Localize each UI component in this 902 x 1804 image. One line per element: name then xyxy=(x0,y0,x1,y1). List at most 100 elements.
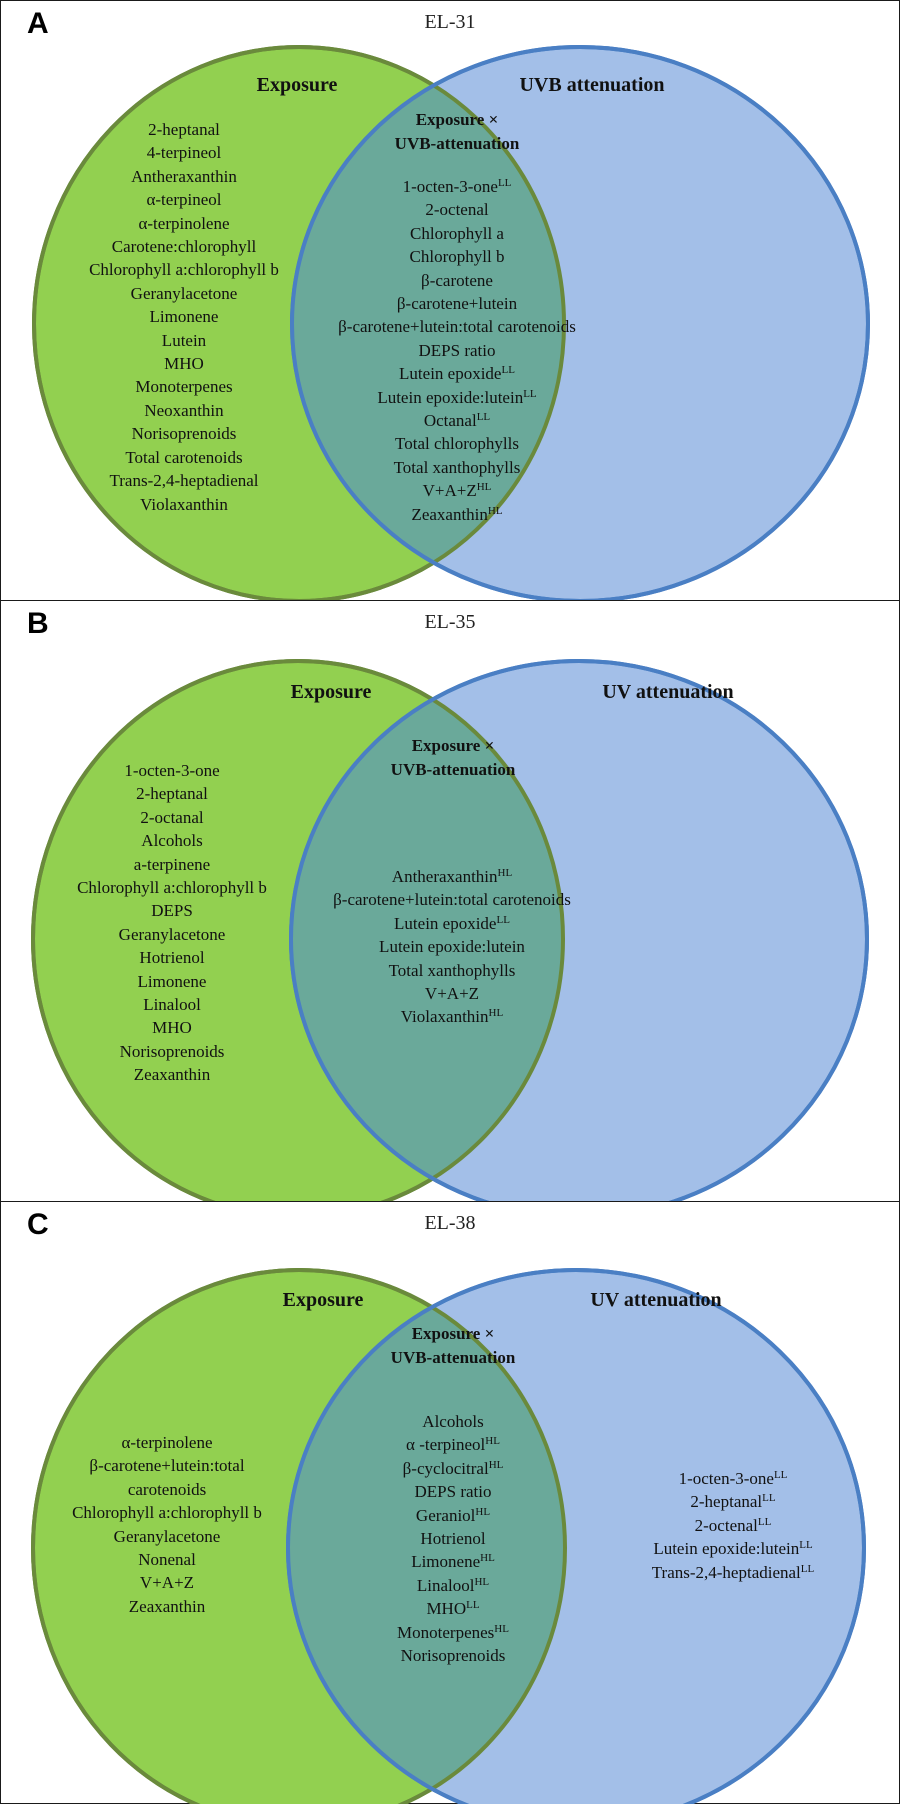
list-item: Geranylacetone xyxy=(89,282,279,305)
item-text: β-cyclocitral xyxy=(402,1458,489,1478)
item-text: Geranylacetone xyxy=(130,283,238,303)
item-text: Chlorophyll b xyxy=(409,247,505,267)
item-text: Chlorophyll a:chlorophyll b xyxy=(72,1503,262,1523)
panel-a: A EL-31 Exposure UVB attenuation Exposur… xyxy=(0,0,900,602)
exposure-label: Exposure xyxy=(290,681,372,703)
list-item: Limonene xyxy=(77,970,267,993)
item-text: Antheraxanthin xyxy=(391,867,498,886)
exposure-label: Exposure xyxy=(256,74,338,96)
item-text: 2-octenal xyxy=(425,200,489,220)
item-text: 1-octen-3-one xyxy=(678,1469,774,1488)
light-level-superscript: HL xyxy=(480,1552,495,1565)
item-text: Total carotenoids xyxy=(125,447,243,467)
light-level-superscript: LL xyxy=(762,1492,776,1505)
list-item: DEPS xyxy=(77,899,267,922)
list-item: α-terpinolene xyxy=(89,212,279,235)
list-item: Lutein xyxy=(89,329,279,352)
item-text: Chlorophyll a:chlorophyll b xyxy=(77,878,267,898)
list-item: Trans-2,4-heptadienalLL xyxy=(652,1561,815,1584)
light-level-superscript: LL xyxy=(799,1539,813,1552)
list-item: Carotene:chlorophyll xyxy=(89,235,279,258)
uv-attenuation-circle-outline xyxy=(289,659,869,1203)
list-item: 2-octenal xyxy=(338,198,576,221)
list-item: DEPS ratio xyxy=(338,339,576,362)
list-item: Violaxanthin xyxy=(89,493,279,516)
item-text: Violaxanthin xyxy=(400,1007,489,1027)
panel-title: EL-31 xyxy=(424,11,476,33)
item-text: Zeaxanthin xyxy=(133,1065,211,1085)
list-item: Neoxanthin xyxy=(89,399,279,422)
item-text: Geraniol xyxy=(415,1505,476,1525)
item-text: 1-octen-3-one xyxy=(124,761,220,780)
list-item: Lutein epoxideLL xyxy=(333,912,571,935)
item-text: MHO xyxy=(164,354,204,374)
item-text: Total xanthophylls xyxy=(388,960,516,980)
list-item: LimoneneHL xyxy=(397,1550,509,1573)
list-item: MHOLL xyxy=(397,1597,509,1620)
light-level-superscript: HL xyxy=(488,1007,504,1020)
venn-diagram-a xyxy=(32,45,870,602)
intersection-label-line-1: Exposure × xyxy=(411,736,495,755)
item-text: Zeaxanthin xyxy=(411,504,488,524)
list-item: Limonene xyxy=(89,305,279,328)
item-text: 2-heptanal xyxy=(690,1492,763,1512)
light-level-superscript: LL xyxy=(497,177,512,189)
item-text: Norisoprenoids xyxy=(119,1041,225,1061)
item-text: β-carotene+lutein:total xyxy=(89,1456,245,1476)
list-item: β-carotene xyxy=(338,269,576,292)
light-level-superscript: LL xyxy=(466,1599,480,1612)
venn-diagram-b xyxy=(31,659,869,1203)
list-item: Geranylacetone xyxy=(72,1525,262,1548)
list-item: β-carotene+lutein:total carotenoids xyxy=(338,315,576,338)
list-item: DEPS ratio xyxy=(397,1480,509,1503)
list-item: 2-heptanal xyxy=(89,118,279,141)
list-item: Chlorophyll a:chlorophyll b xyxy=(72,1501,262,1524)
uv-attenuation-circle-outline xyxy=(286,1268,866,1804)
item-text: V+A+Z xyxy=(424,984,480,1004)
list-item: GeraniolHL xyxy=(397,1504,509,1527)
item-text: Lutein xyxy=(161,330,207,350)
list-item: Total xanthophylls xyxy=(333,959,571,982)
list-item: ViolaxanthinHL xyxy=(333,1005,571,1028)
item-text: Geranylacetone xyxy=(113,1526,221,1546)
item-text: Alcohols xyxy=(141,831,203,851)
list-item: 1-octen-3-oneLL xyxy=(338,175,576,198)
light-level-superscript: HL xyxy=(485,1435,500,1448)
item-text: Lutein epoxide:lutein xyxy=(379,937,525,957)
item-text: MHO xyxy=(426,1599,467,1619)
list-item: Hotrienol xyxy=(397,1527,509,1550)
light-level-superscript: LL xyxy=(757,1515,772,1528)
list-item: Lutein epoxide:luteinLL xyxy=(338,386,576,409)
intersection-label-line-2: UVB-attenuation xyxy=(390,1348,516,1367)
exposure-circle-outline xyxy=(31,659,565,1203)
item-text: Hotrienol xyxy=(139,948,205,968)
list-item: MHO xyxy=(89,352,279,375)
item-text: 4-terpineol xyxy=(146,143,222,163)
item-text: β-carotene xyxy=(421,270,493,290)
uv-attenuation-label: UV attenuation xyxy=(590,1289,722,1311)
list-item: 2-heptanalLL xyxy=(652,1490,815,1513)
overlap-region xyxy=(291,661,563,1203)
item-text: Limonene xyxy=(149,307,219,327)
uvb-attenuation-label: UVB attenuation xyxy=(519,74,665,96)
list-item: Nonenal xyxy=(72,1548,262,1571)
item-text: Monoterpenes xyxy=(135,377,233,397)
light-level-superscript: HL xyxy=(474,1575,490,1588)
overlap-region xyxy=(288,1270,565,1804)
exposure-circle-outline xyxy=(31,1268,567,1804)
light-level-superscript: LL xyxy=(501,364,515,377)
light-level-superscript: LL xyxy=(523,387,537,400)
item-text: Monoterpenes xyxy=(397,1622,495,1642)
item-text: Geranylacetone xyxy=(118,924,226,944)
list-item: Monoterpenes xyxy=(89,375,279,398)
item-text: Chlorophyll a xyxy=(410,223,504,243)
item-text: Alcohols xyxy=(422,1412,484,1431)
item-text: Neoxanthin xyxy=(144,400,224,420)
intersection-label-line-1: Exposure × xyxy=(415,110,499,129)
list-item: V+A+ZHL xyxy=(338,479,576,502)
item-text: carotenoids xyxy=(127,1479,207,1499)
